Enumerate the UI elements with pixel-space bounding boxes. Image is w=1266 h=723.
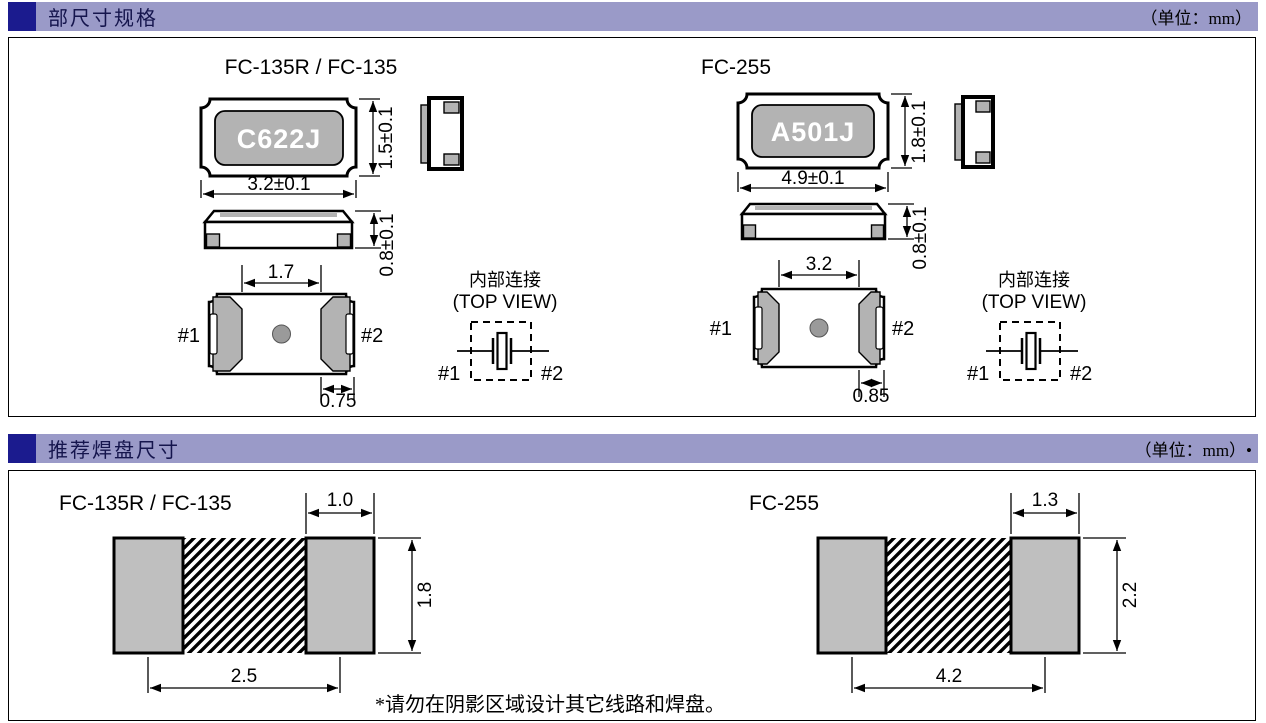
fc135-thickness-dimension: 0.8±0.1 [355, 210, 398, 277]
fc135-land-title: FC-135R / FC-135 [59, 492, 232, 515]
fc255-title: FC-255 [701, 56, 771, 79]
fc135-body-width-dimension: 3.2±0.1 [200, 174, 357, 199]
fc255-body-width-dimension: 4.9±0.1 [737, 168, 889, 193]
section2-header-title: 推荐焊盘尺寸 [48, 440, 180, 462]
fc135-pad-pitch-label: 2.5 [231, 666, 257, 687]
fc135-top-view: C622J [199, 97, 358, 178]
fc255-pad-height-dimension: 2.2 [1083, 537, 1141, 654]
fc135-drawing-group: FC-135R / FC-135 C622J 3.2±0.1 [178, 56, 564, 412]
fc135-electrode-span-dimension: 1.7 [241, 262, 322, 292]
fc255-body-height-label: 1.8±0.1 [909, 100, 930, 163]
fc255-land-pattern-group: FC-255 1.3 2.2 4.2 [749, 490, 1141, 693]
fc255-connection-subtitle: (TOP VIEW) [982, 292, 1087, 313]
fc255-drawing-group: FC-255 A501J 4.9±0.1 1.8±0.1 [701, 56, 1092, 407]
fc135-pin2-label: #2 [361, 325, 383, 347]
fc255-body-height-dimension: 1.8±0.1 [891, 93, 930, 169]
fc255-thickness-dimension: 0.8±0.1 [888, 203, 931, 270]
fc255-body-width-label: 4.9±0.1 [781, 168, 844, 189]
fc135-electrode-width-label: 0.75 [320, 391, 357, 412]
fc255-pad-pitch-label: 4.2 [936, 666, 962, 687]
fc255-left-pad [816, 536, 888, 655]
fc255-connection-title: 内部连接 [998, 270, 1070, 290]
fc135-thickness-label: 0.8±0.1 [377, 213, 398, 276]
fc135-internal-connection: 内部连接 (TOP VIEW) #1 #2 [438, 270, 563, 385]
fc135-end-view [420, 96, 464, 171]
fc135-pad-width-label: 1.0 [327, 490, 353, 511]
fc255-pad-width-label: 1.3 [1032, 490, 1058, 511]
section1-header-bar: 部尺寸规格 （单位：mm） [8, 2, 1258, 31]
fc135-electrode-width-dimension: 0.75 [320, 377, 357, 412]
fc135-right-pad [304, 536, 376, 655]
fc255-pin1-label: #1 [710, 318, 732, 340]
fc255-pad-height-label: 2.2 [1120, 582, 1141, 608]
fc255-electrode-span-dimension: 3.2 [778, 254, 860, 287]
fc135-connection-pin2-label: #2 [541, 363, 563, 385]
fc255-internal-connection: 内部连接 (TOP VIEW) #1 #2 [967, 270, 1092, 385]
fc135-title: FC-135R / FC-135 [225, 56, 398, 79]
keepout-footnote: *请勿在阴影区域设计其它线路和焊盘。 [375, 693, 725, 716]
fc255-pin2-label: #2 [892, 318, 914, 340]
section2-header-bullet-square [8, 434, 36, 463]
fc255-center-dot [809, 318, 829, 338]
fc255-land-title: FC-255 [749, 492, 819, 515]
fc255-connection-pin2-label: #2 [1070, 363, 1092, 385]
fc135-pad-width-dimension: 1.0 [305, 490, 375, 534]
fc135-connection-subtitle: (TOP VIEW) [453, 292, 558, 313]
fc255-marking-label: A501J [771, 117, 856, 147]
crystal-symbol [1025, 331, 1037, 371]
fc255-end-view [954, 95, 995, 169]
fc135-pin1-label: #1 [178, 325, 200, 347]
fc135-center-dot [272, 324, 291, 344]
fc255-keepout-hatch-area [886, 538, 1011, 653]
crystal-symbol [496, 331, 508, 371]
fc135-keepout-hatch-area [183, 538, 306, 653]
section1-frame: FC-135R / FC-135 C622J 3.2±0.1 [8, 37, 1256, 417]
fc135-marking-label: C622J [237, 124, 322, 154]
fc255-connection-pin1-label: #1 [967, 363, 989, 385]
section1-header-unit: （单位：mm） [1140, 9, 1252, 28]
land-pattern-svg: FC-135R / FC-135 1.0 1.8 2.5 [59, 490, 1141, 716]
fc135-connection-title: 内部连接 [469, 270, 541, 290]
section2-header-unit: （单位：mm）• [1134, 441, 1252, 460]
fc255-bottom-view: #1 #2 [710, 287, 914, 369]
fc255-electrode-span-label: 3.2 [806, 254, 832, 275]
section1-header-bullet-square [8, 2, 36, 31]
dimension-drawings-svg: FC-135R / FC-135 C622J 3.2±0.1 [178, 56, 1093, 412]
fc255-pad-width-dimension: 1.3 [1010, 490, 1080, 534]
fc255-pad-pitch-dimension: 4.2 [851, 657, 1046, 693]
fc255-thickness-label: 0.8±0.1 [910, 206, 931, 269]
section2-frame: FC-135R / FC-135 1.0 1.8 2.5 [8, 470, 1256, 721]
fc255-side-view [739, 202, 888, 241]
fc135-body-width-label: 3.2±0.1 [247, 174, 310, 195]
fc135-side-view [202, 209, 355, 250]
fc135-body-height-dimension: 1.5±0.1 [359, 98, 397, 177]
fc255-electrode-width-dimension: 0.85 [853, 370, 890, 407]
fc135-connection-pin1-label: #1 [438, 363, 460, 385]
fc135-bottom-view: #1 #2 [178, 292, 383, 376]
fc135-pad-height-label: 1.8 [415, 582, 436, 608]
fc135-body-height-label: 1.5±0.1 [376, 106, 397, 169]
fc135-land-pattern-group: FC-135R / FC-135 1.0 1.8 2.5 [59, 490, 436, 693]
fc255-right-pad [1009, 536, 1081, 655]
section1-header-title: 部尺寸规格 [48, 8, 158, 30]
fc135-pad-height-dimension: 1.8 [378, 537, 436, 654]
fc255-top-view: A501J [736, 92, 890, 170]
fc255-electrode-width-label: 0.85 [853, 386, 890, 407]
fc135-left-pad [112, 536, 185, 655]
fc135-electrode-span-label: 1.7 [268, 262, 294, 283]
section2-header-bar: 推荐焊盘尺寸 （单位：mm）• [8, 434, 1258, 463]
fc135-pad-pitch-dimension: 2.5 [147, 657, 341, 693]
